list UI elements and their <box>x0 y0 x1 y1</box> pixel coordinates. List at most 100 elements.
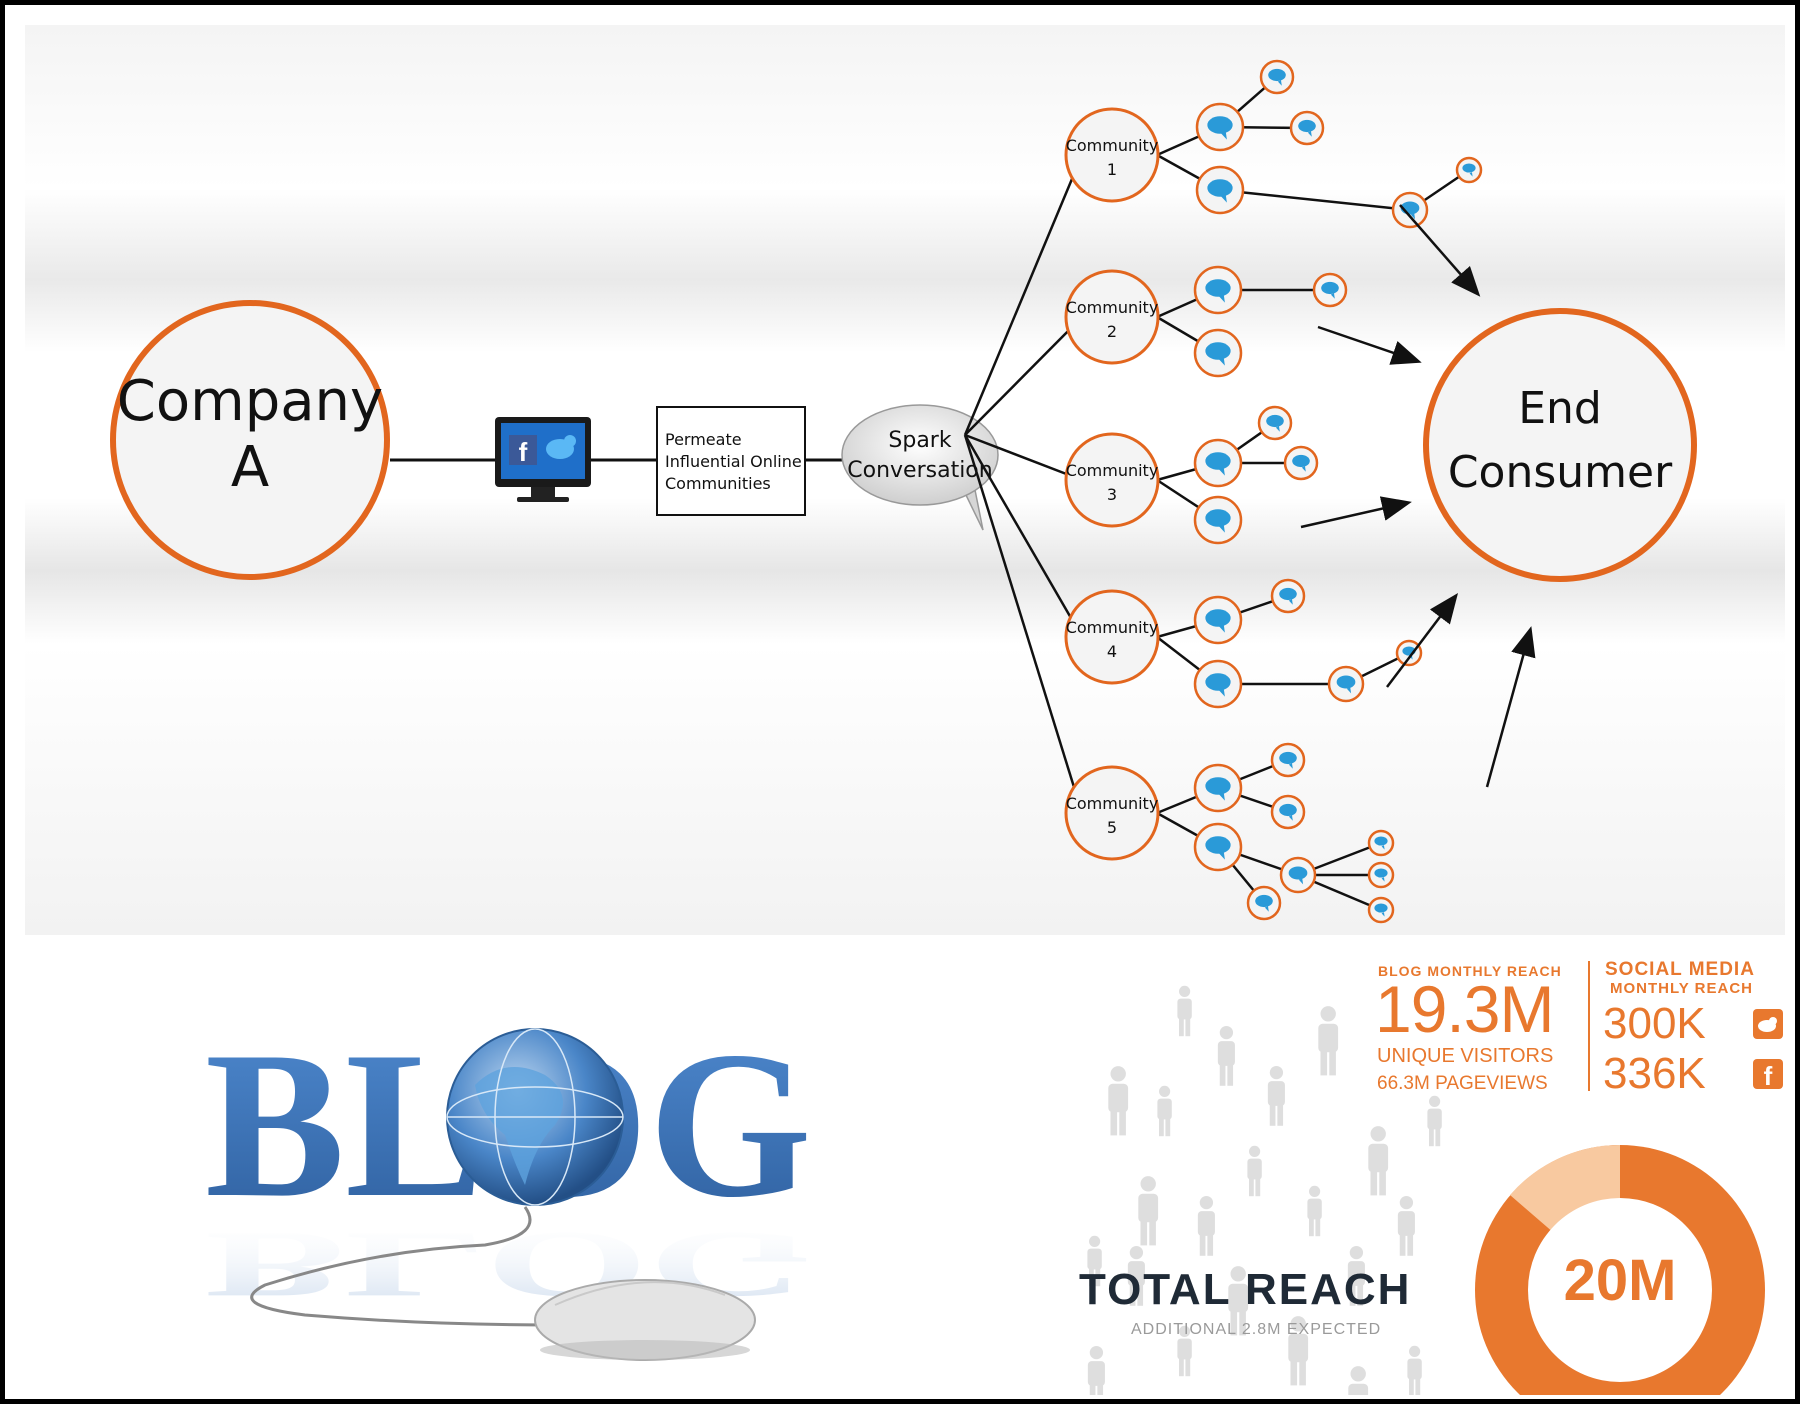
person-silhouette-icon <box>1228 1266 1249 1336</box>
conversation-bubble-icon <box>1195 102 1245 152</box>
conversation-bubble-icon <box>1193 822 1243 872</box>
conversation-bubble-icon <box>1395 639 1423 667</box>
conversation-bubble-icon <box>1259 59 1295 95</box>
additional-expected-note: ADDITIONAL 2.8M EXPECTED <box>1131 1321 1382 1338</box>
conversation-bubble-icon <box>1193 438 1243 488</box>
monitor-icon: f <box>495 417 591 502</box>
svg-text:f: f <box>1764 1061 1773 1089</box>
person-silhouette-icon <box>1177 1325 1192 1377</box>
community-network: Community1Community2Community3Community4… <box>963 59 1483 924</box>
mouse-cable <box>250 1206 556 1327</box>
conversation-bubble-icon <box>1193 495 1243 545</box>
community-node-5: Community 5 <box>1064 765 1160 861</box>
community-number: 5 <box>1107 818 1117 837</box>
conversation-bubble-icon <box>1193 763 1243 813</box>
person-silhouette-icon <box>1087 1235 1102 1287</box>
conversation-bubble-icon <box>1312 272 1348 308</box>
conversation-bubble-icon <box>1193 265 1243 315</box>
community-number: 2 <box>1107 322 1117 341</box>
conversation-bubble-icon <box>1270 742 1306 778</box>
twitter-icon <box>546 435 576 459</box>
community-node-2: Community 2 <box>1064 269 1160 365</box>
community-label: Community <box>1066 136 1159 155</box>
blog-monthly-reach-label: BLOG MONTHLY REACH <box>1378 963 1562 979</box>
person-silhouette-icon <box>1108 1066 1129 1136</box>
community-label: Community <box>1066 618 1159 637</box>
conversation-bubble-icon <box>1270 578 1306 614</box>
person-silhouette-icon <box>1348 1366 1369 1395</box>
person-silhouette-icon <box>1397 1195 1415 1256</box>
conversation-bubble-icon <box>1257 405 1293 441</box>
blog-graphic-canvas: BLOG BLOG <box>205 1009 812 1361</box>
person-silhouette-icon <box>1157 1085 1172 1137</box>
person-silhouette-icon <box>1427 1095 1442 1147</box>
conversation-bubble-icon <box>1289 110 1325 146</box>
conversation-bubble-icon <box>1193 595 1243 645</box>
conversation-bubble-icon <box>1193 328 1243 378</box>
person-silhouette-icon <box>1138 1176 1159 1246</box>
arrows-to-consumer <box>1300 204 1536 788</box>
reach-infographic: BLOG MONTHLY REACH 19.3M UNIQUE VISITORS… <box>1065 945 1785 1395</box>
blog-unique-visitors-value: 19.3M <box>1375 972 1554 1046</box>
conversation-bubble-icon <box>1246 885 1282 921</box>
conversation-bubble-icon <box>1193 659 1243 709</box>
social-reach-label-line1: SOCIAL MEDIA <box>1605 959 1755 980</box>
conversation-bubble-icon <box>1270 794 1306 830</box>
facebook-icon: f <box>1753 1059 1783 1091</box>
person-silhouette-icon <box>1407 1345 1422 1395</box>
conversation-bubble-icon <box>1283 445 1319 481</box>
person-silhouette-icon <box>1307 1185 1322 1237</box>
community-label: Community <box>1066 298 1159 317</box>
blog-unique-visitors-label: UNIQUE VISITORS <box>1377 1045 1554 1067</box>
facebook-icon: f <box>509 435 537 467</box>
community-number: 1 <box>1107 160 1117 179</box>
total-reach-label: TOTAL REACH <box>1079 1265 1412 1314</box>
person-silhouette-icon <box>1288 1316 1309 1386</box>
crowd-background <box>1087 985 1442 1395</box>
person-silhouette-icon <box>1267 1065 1285 1126</box>
stats-divider <box>1588 961 1590 1091</box>
community-number: 3 <box>1107 485 1117 504</box>
conversation-bubble-icon <box>1327 665 1365 703</box>
conversation-bubble-icon <box>1195 165 1245 215</box>
community-node-3: Community 3 <box>1064 432 1160 528</box>
mouse-icon <box>534 1279 756 1361</box>
person-silhouette-icon <box>1127 1245 1145 1306</box>
globe-icon <box>446 1028 624 1206</box>
conversation-bubble-icon <box>1367 829 1395 857</box>
community-label: Community <box>1066 461 1159 480</box>
social-reach-label-line2: MONTHLY REACH <box>1610 980 1754 997</box>
person-silhouette-icon <box>1217 1025 1235 1086</box>
total-reach-value: 20M <box>1563 1248 1677 1313</box>
person-silhouette-icon <box>1347 1245 1365 1306</box>
conversation-bubble-icon <box>1455 156 1483 184</box>
total-reach-donut <box>1475 1144 1765 1395</box>
community-label: Community <box>1066 794 1159 813</box>
person-silhouette-icon <box>1087 1345 1105 1395</box>
conversation-bubble-icon <box>1279 856 1317 894</box>
person-silhouette-icon <box>1368 1126 1389 1196</box>
community-number: 4 <box>1107 642 1117 661</box>
person-silhouette-icon <box>1247 1145 1262 1197</box>
conversation-bubble-icon <box>1367 896 1395 924</box>
facebook-reach-value: 336K <box>1603 1049 1706 1098</box>
twitter-icon <box>1753 1009 1783 1039</box>
blog-pageviews: 66.3M PAGEVIEWS <box>1377 1073 1548 1094</box>
svg-text:f: f <box>519 437 528 467</box>
person-silhouette-icon <box>1197 1195 1215 1256</box>
person-silhouette-icon <box>1318 1006 1339 1076</box>
community-node-1: Community 1 <box>1064 107 1160 203</box>
twitter-reach-value: 300K <box>1603 999 1706 1048</box>
conversation-bubble-icon <box>1391 191 1429 229</box>
community-node-4: Community 4 <box>1064 589 1160 685</box>
